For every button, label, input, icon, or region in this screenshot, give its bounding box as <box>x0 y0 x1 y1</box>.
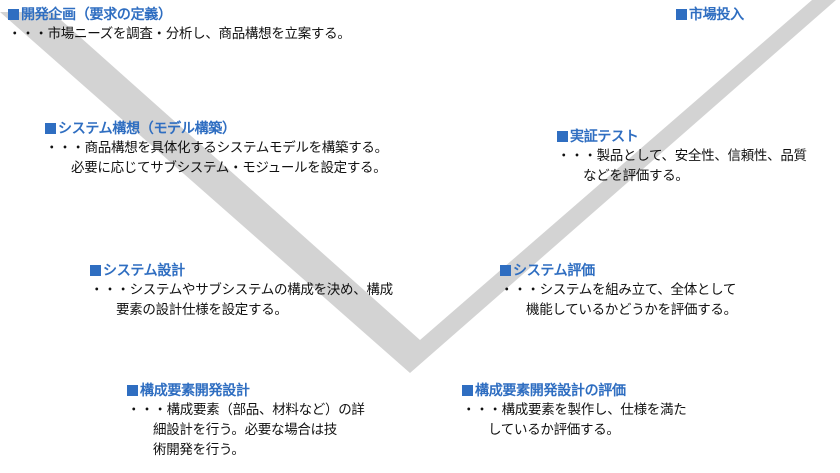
stage-system-concept: システム構想（モデル構築） ・・・商品構想を具体化するシステムモデルを構築する。… <box>45 120 388 178</box>
stage-verification-test: 実証テスト ・・・製品として、安全性、信頼性、品質 などを評価する。 <box>557 128 807 186</box>
square-bullet-icon <box>127 385 138 396</box>
square-bullet-icon <box>557 131 568 142</box>
stage-verification-test-line-2: などを評価する。 <box>583 168 689 184</box>
square-bullet-icon <box>8 9 19 20</box>
stage-market-launch: 市場投入 <box>676 6 744 24</box>
stage-verification-test-line-1: ・・・製品として、安全性、信頼性、品質 <box>557 148 807 164</box>
stage-component-design-description: ・・・構成要素（部品、材料など）の詳 細設計を行う。必要な場合は技 術開発を行う… <box>127 400 365 460</box>
stage-system-evaluation-line-2: 機能しているかどうかを評価する。 <box>526 302 737 318</box>
stage-component-design-line-3: 術開発を行う。 <box>153 442 245 458</box>
stage-component-design-line-2: 細設計を行う。必要な場合は技 <box>153 422 337 438</box>
square-bullet-icon <box>90 265 101 276</box>
stage-system-design-description: ・・・システムやサブシステムの構成を決め、構成 要素の設計仕様を設定する。 <box>90 280 393 320</box>
stage-system-design-line-1: ・・・システムやサブシステムの構成を決め、構成 <box>90 282 393 298</box>
stage-system-evaluation-description: ・・・システムを組み立て、全体として 機能しているかどうかを評価する。 <box>500 280 737 320</box>
stage-system-concept-description: ・・・商品構想を具体化するシステムモデルを構築する。 必要に応じてサブシステム・… <box>45 138 388 178</box>
stage-planning-line-1: ・・・市場ニーズを調査・分析し、商品構想を立案する。 <box>8 26 351 42</box>
stage-system-design: システム設計 ・・・システムやサブシステムの構成を決め、構成 要素の設計仕様を設… <box>90 262 393 320</box>
stage-component-evaluation-description: ・・・構成要素を製作し、仕様を満た しているか評価する。 <box>462 400 687 440</box>
square-bullet-icon <box>45 123 56 134</box>
stage-verification-test-heading-text: 実証テスト <box>570 129 639 145</box>
stage-market-launch-heading-text: 市場投入 <box>689 7 744 23</box>
stage-system-design-line-2: 要素の設計仕様を設定する。 <box>116 302 288 318</box>
stage-component-evaluation-line-2: しているか評価する。 <box>488 422 620 438</box>
stage-system-evaluation-heading: システム評価 <box>500 262 737 280</box>
stage-system-concept-line-1: ・・・商品構想を具体化するシステムモデルを構築する。 <box>45 140 388 156</box>
stage-system-evaluation-line-1: ・・・システムを組み立て、全体として <box>500 282 737 298</box>
stage-planning: 開発企画（要求の定義） ・・・市場ニーズを調査・分析し、商品構想を立案する。 <box>8 6 351 44</box>
stage-system-concept-heading: システム構想（モデル構築） <box>45 120 388 138</box>
stage-component-evaluation-heading: 構成要素開発設計の評価 <box>462 382 686 400</box>
stage-system-design-heading-text: システム設計 <box>103 263 185 279</box>
stage-system-evaluation-heading-text: システム評価 <box>513 263 595 279</box>
stage-component-evaluation-line-1: ・・・構成要素を製作し、仕様を満た <box>462 402 687 418</box>
stage-market-launch-heading: 市場投入 <box>676 6 744 24</box>
stage-component-design-heading: 構成要素開発設計 <box>127 382 365 400</box>
stage-component-design-heading-text: 構成要素開発設計 <box>140 383 250 399</box>
stage-verification-test-heading: 実証テスト <box>557 128 807 146</box>
stage-component-design-line-1: ・・・構成要素（部品、材料など）の詳 <box>127 402 365 418</box>
stage-system-evaluation: システム評価 ・・・システムを組み立て、全体として 機能しているかどうかを評価す… <box>500 262 737 320</box>
stage-planning-heading: 開発企画（要求の定義） <box>8 6 351 24</box>
square-bullet-icon <box>462 385 473 396</box>
stage-planning-description: ・・・市場ニーズを調査・分析し、商品構想を立案する。 <box>8 24 351 44</box>
stage-system-concept-line-2: 必要に応じてサブシステム・モジュールを設定する。 <box>71 160 387 176</box>
square-bullet-icon <box>676 9 687 20</box>
square-bullet-icon <box>500 265 511 276</box>
stage-verification-test-description: ・・・製品として、安全性、信頼性、品質 などを評価する。 <box>557 146 807 186</box>
stage-system-design-heading: システム設計 <box>90 262 393 280</box>
stage-component-design: 構成要素開発設計 ・・・構成要素（部品、材料など）の詳 細設計を行う。必要な場合… <box>127 382 365 460</box>
stage-planning-heading-text: 開発企画（要求の定義） <box>21 7 172 23</box>
stage-system-concept-heading-text: システム構想（モデル構築） <box>58 121 236 137</box>
stage-component-evaluation-heading-text: 構成要素開発設計の評価 <box>475 383 626 399</box>
stage-component-evaluation: 構成要素開発設計の評価 ・・・構成要素を製作し、仕様を満た しているか評価する。 <box>462 382 687 440</box>
